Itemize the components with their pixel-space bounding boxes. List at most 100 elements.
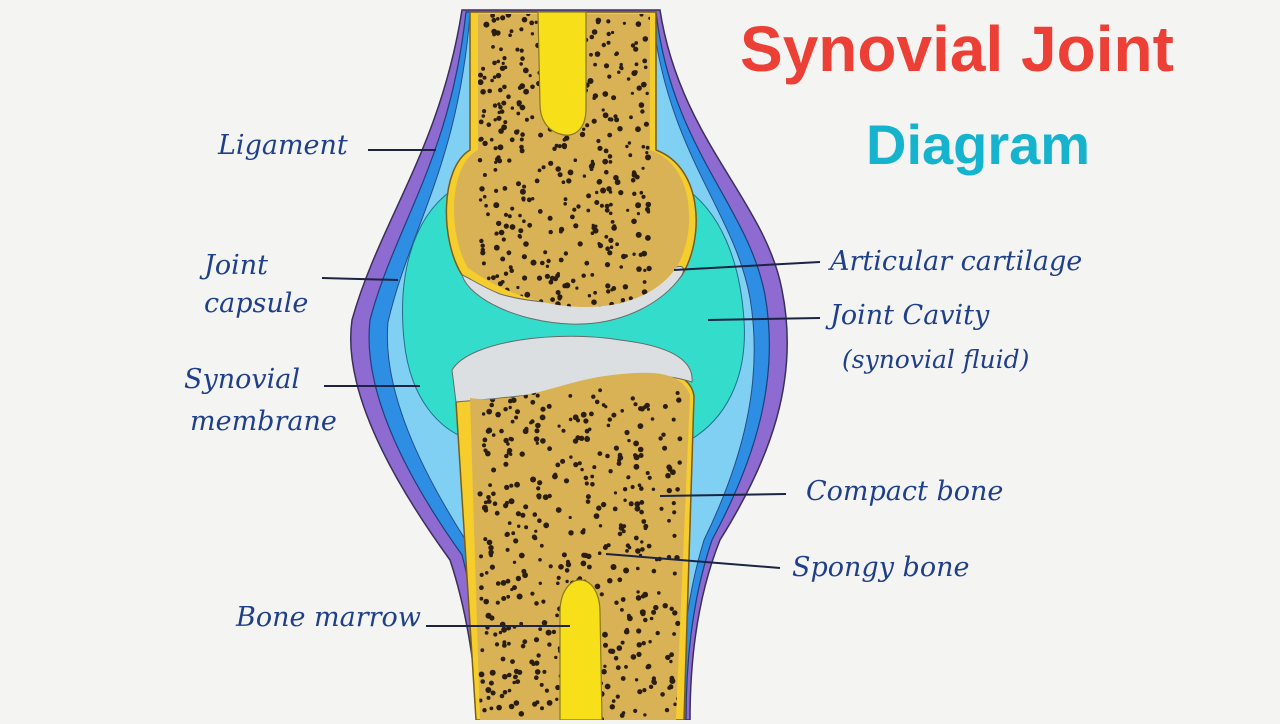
label-joint-capsule-line2: capsule (204, 288, 309, 319)
spongy-bone-dot (568, 394, 573, 398)
spongy-bone-dot (602, 112, 609, 119)
spongy-bone-dot (653, 604, 659, 611)
spongy-bone-dot (523, 241, 529, 247)
spongy-bone-dot (641, 166, 645, 170)
spongy-bone-dot (638, 453, 644, 458)
spongy-bone-dot (510, 419, 515, 424)
spongy-bone-dot (542, 494, 549, 501)
spongy-bone-dot (534, 601, 539, 606)
spongy-bone-dot (556, 575, 561, 581)
spongy-bone-dot (513, 700, 520, 706)
spongy-bone-dot (540, 406, 546, 412)
spongy-bone-dot (491, 45, 495, 49)
spongy-bone-dot (620, 298, 626, 303)
spongy-bone-dot (502, 690, 508, 695)
spongy-bone-dot (641, 144, 646, 149)
spongy-bone-dot (607, 132, 613, 138)
spongy-bone-dot (604, 203, 610, 209)
spongy-bone-dot (620, 640, 625, 645)
spongy-bone-dot (478, 671, 485, 678)
spongy-bone-dot (530, 32, 535, 36)
spongy-bone-dot (620, 597, 626, 602)
spongy-bone-dot (627, 615, 633, 622)
spongy-bone-dot (558, 564, 564, 570)
spongy-bone-dot (555, 290, 561, 295)
spongy-bone-dot (633, 453, 638, 458)
spongy-bone-dot (672, 510, 677, 515)
spongy-bone-dot (590, 273, 595, 277)
spongy-bone-dot (595, 190, 599, 195)
spongy-bone-dot (503, 271, 509, 276)
spongy-bone-dot (497, 102, 501, 106)
spongy-bone-dot (486, 539, 493, 546)
spongy-bone-dot (535, 393, 540, 398)
spongy-bone-dot (479, 585, 484, 591)
spongy-bone-dot (610, 288, 614, 292)
spongy-bone-dot (640, 109, 645, 114)
spongy-bone-dot (499, 693, 505, 699)
spongy-bone-dot (519, 188, 526, 195)
spongy-bone-dot (531, 662, 536, 666)
label-joint-cavity-line2: (synovial fluid) (842, 345, 1030, 374)
spongy-bone-dot (593, 513, 600, 519)
spongy-bone-dot (591, 394, 596, 399)
spongy-bone-dot (491, 17, 497, 23)
spongy-bone-dot (582, 174, 587, 178)
spongy-bone-dot (530, 259, 537, 266)
spongy-bone-dot (509, 483, 514, 488)
spongy-bone-dot (526, 14, 531, 17)
spongy-bone-dot (507, 158, 512, 163)
spongy-bone-dot (493, 168, 498, 172)
spongy-bone-dot (509, 224, 516, 230)
spongy-bone-dot (539, 682, 544, 687)
spongy-bone-dot (634, 505, 641, 512)
spongy-bone-dot (514, 481, 520, 488)
spongy-bone-dot (586, 193, 592, 199)
spongy-bone-dot (587, 294, 592, 298)
spongy-bone-dot (622, 487, 628, 492)
spongy-bone-dot (645, 154, 651, 161)
label-spongy-bone: Spongy bone (792, 552, 970, 583)
spongy-bone-dot (538, 132, 544, 138)
spongy-bone-dot (520, 56, 525, 61)
spongy-bone-dot (581, 273, 586, 278)
spongy-bone-dot (547, 642, 552, 647)
spongy-bone-dot (549, 275, 555, 281)
spongy-bone-dot (594, 583, 601, 590)
spongy-bone-dot (612, 506, 618, 512)
spongy-bone-dot (565, 579, 569, 584)
spongy-bone-dot (548, 160, 554, 166)
spongy-bone-dot (524, 426, 529, 432)
spongy-bone-dot (636, 266, 642, 272)
spongy-bone-dot (506, 94, 511, 99)
spongy-bone-dot (568, 530, 574, 536)
spongy-bone-dot (503, 407, 508, 412)
spongy-bone-dot (519, 148, 525, 154)
spongy-bone-dot (627, 438, 631, 443)
spongy-bone-dot (672, 610, 678, 616)
spongy-bone-dot (623, 628, 630, 635)
spongy-bone-dot (484, 631, 489, 635)
spongy-bone-dot (557, 172, 563, 178)
spongy-bone-dot (563, 202, 567, 206)
spongy-bone-dot (630, 484, 635, 490)
spongy-bone-dot (548, 564, 553, 569)
spongy-bone-dot (607, 578, 613, 584)
spongy-bone-dot (591, 299, 597, 306)
spongy-bone-dot (604, 683, 611, 690)
spongy-bone-dot (547, 215, 553, 221)
leader-lines (321, 149, 821, 627)
spongy-bone-dot (484, 203, 488, 208)
spongy-bone-dot (515, 47, 520, 52)
spongy-bone-dot (649, 616, 654, 621)
spongy-bone-dot (628, 501, 634, 507)
spongy-bone-dot (490, 690, 496, 696)
spongy-bone-dot (540, 706, 544, 711)
spongy-bone-dot (512, 560, 517, 564)
spongy-bone-dot (507, 641, 511, 646)
spongy-bone-dot (505, 547, 510, 552)
spongy-bone-dot (606, 289, 611, 294)
spongy-bone-dot (503, 223, 509, 229)
spongy-bone-dot (584, 260, 590, 266)
spongy-bone-dot (646, 407, 651, 411)
